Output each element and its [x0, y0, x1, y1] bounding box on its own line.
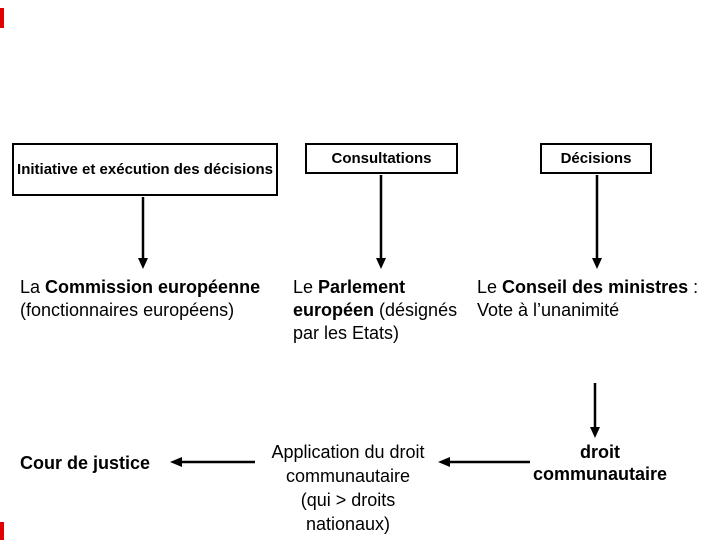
- header-box-decisions: Décisions: [540, 143, 652, 174]
- commission-prefix: La: [20, 277, 46, 297]
- application-droit-label: Application du droit communautaire (qui …: [262, 440, 434, 536]
- droit-communautaire-label: droit communautaire: [532, 441, 668, 485]
- commission-line1: La Commission européenne: [20, 276, 260, 299]
- arrow-application-to-cour: [170, 457, 255, 467]
- header-box-decisions-label: Décisions: [560, 149, 632, 167]
- parlement-name-part1: Parlement: [318, 277, 406, 297]
- commission-detail: (fonctionnaires européens): [20, 300, 235, 320]
- commission-name: Commission européenne: [45, 277, 261, 297]
- court-of-justice-label: Cour de justice: [20, 453, 151, 473]
- arrow-decisions-to-conseil: [592, 175, 602, 269]
- parlement-detail: (désignés: [374, 300, 458, 320]
- arrow-head: [376, 258, 386, 269]
- parlement-line2: européen (désignés: [293, 299, 457, 322]
- arrow-droit-to-application: [438, 457, 530, 467]
- header-box-consultations-label: Consultations: [331, 149, 432, 167]
- arrow-head: [592, 258, 602, 269]
- arrow-head: [138, 258, 148, 269]
- conseil-prefix: Le: [477, 277, 503, 297]
- header-box-initiative: Initiative et exécution des décisions: [12, 143, 278, 196]
- header-box-consultations: Consultations: [305, 143, 458, 174]
- actor-parlement: Le Parlement européen (désignés par les …: [293, 276, 457, 345]
- droit-line1: droit: [580, 442, 620, 462]
- arrow-head: [590, 427, 600, 438]
- conseil-colon: :: [688, 277, 699, 297]
- application-line4: nationaux): [305, 514, 391, 534]
- arrow-conseil-to-droit: [590, 383, 600, 438]
- arrow-consultations-to-parlement: [376, 175, 386, 269]
- application-line3: (qui > droits: [300, 490, 396, 510]
- actor-conseil: Le Conseil des ministres : Vote à l’unan…: [477, 276, 698, 322]
- arrow-head: [438, 457, 450, 467]
- arrow-initiative-to-commission: [138, 197, 148, 269]
- header-box-initiative-label: Initiative et exécution des décisions: [17, 160, 273, 178]
- parlement-name-part2: européen: [293, 300, 375, 320]
- parlement-line3: par les Etats): [293, 323, 400, 343]
- parlement-line1: Le Parlement: [293, 276, 457, 299]
- red-edge-mark-top: [0, 8, 4, 28]
- conseil-vote: Vote à l’unanimité: [477, 300, 620, 320]
- actor-commission: La Commission européenne (fonctionnaires…: [20, 276, 260, 322]
- droit-line2: communautaire: [532, 464, 668, 484]
- parlement-prefix: Le: [293, 277, 319, 297]
- conseil-line1: Le Conseil des ministres :: [477, 276, 698, 299]
- red-edge-mark-bottom: [0, 522, 4, 540]
- arrow-head: [170, 457, 182, 467]
- application-line2: communautaire: [285, 466, 411, 486]
- conseil-name: Conseil des ministres: [502, 277, 689, 297]
- application-line1: Application du droit: [271, 442, 425, 462]
